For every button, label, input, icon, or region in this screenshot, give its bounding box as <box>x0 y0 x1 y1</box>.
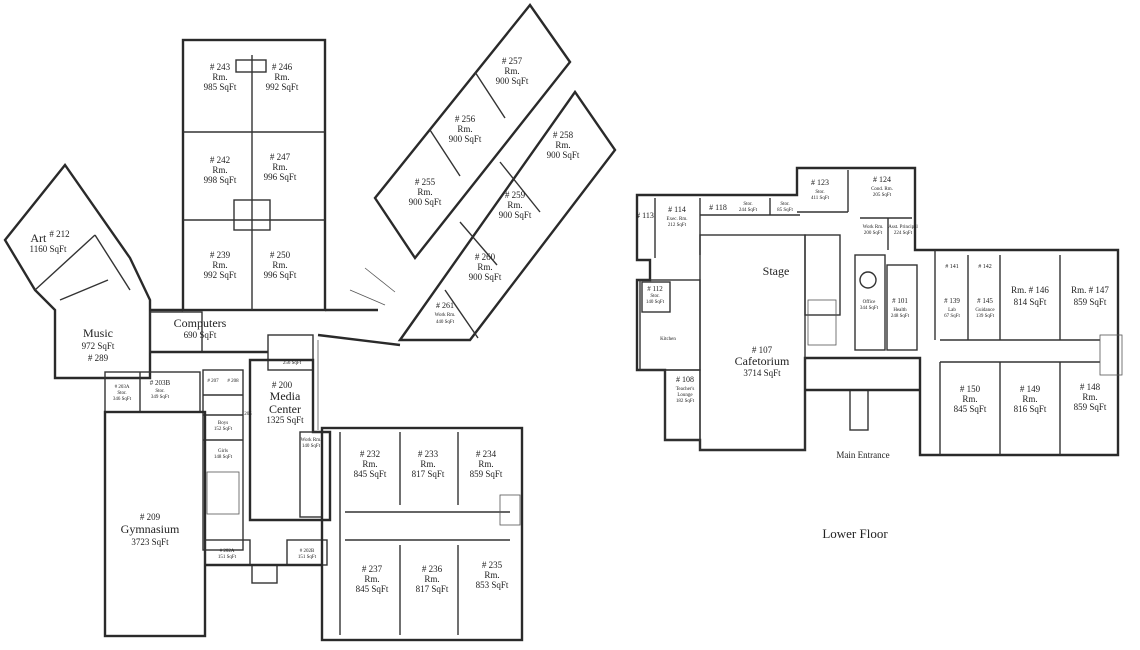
room-work-rm-lower: Work Rm.200 SqFt <box>863 225 884 236</box>
room-stor-244: Stor.244 SqFt <box>739 202 758 213</box>
room-kitchen: Kitchen <box>660 337 676 342</box>
room-141: # 141 <box>945 264 959 270</box>
room-stor-85: Stor.85 SqFt <box>777 202 793 213</box>
room-118: # 118 <box>709 203 727 212</box>
upper-floor-walls <box>3 3 617 642</box>
room-207: # 207 <box>207 379 219 384</box>
room-142: # 142 <box>978 264 992 270</box>
room-113: # 113 <box>636 211 654 220</box>
room-256-sqft: 256 SqFt <box>283 361 302 366</box>
room-stage: Stage <box>763 264 790 278</box>
lower-floor-title: Lower Floor <box>822 526 888 541</box>
room-208: # 208 <box>227 379 239 384</box>
room-205: 205 <box>244 412 252 417</box>
room-work-rm-upper: Work Rm.140 SqFt <box>301 438 322 449</box>
main-entrance-label: Main Entrance <box>836 450 889 460</box>
lower-floor-walls <box>635 166 1123 457</box>
